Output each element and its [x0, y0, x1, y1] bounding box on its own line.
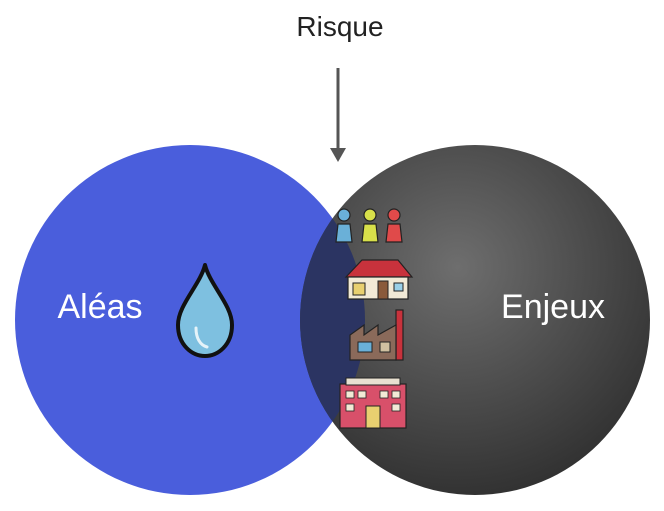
hazards-label: Aléas [57, 288, 142, 326]
risk-arrow [330, 68, 346, 162]
factory-icon [349, 309, 404, 361]
stakes-label: Enjeux [501, 288, 605, 326]
house-icon [344, 259, 414, 300]
people-icon [335, 208, 403, 243]
water-drop-icon [176, 263, 234, 358]
school-building-icon [339, 377, 407, 429]
risk-label: Risque [296, 11, 383, 42]
